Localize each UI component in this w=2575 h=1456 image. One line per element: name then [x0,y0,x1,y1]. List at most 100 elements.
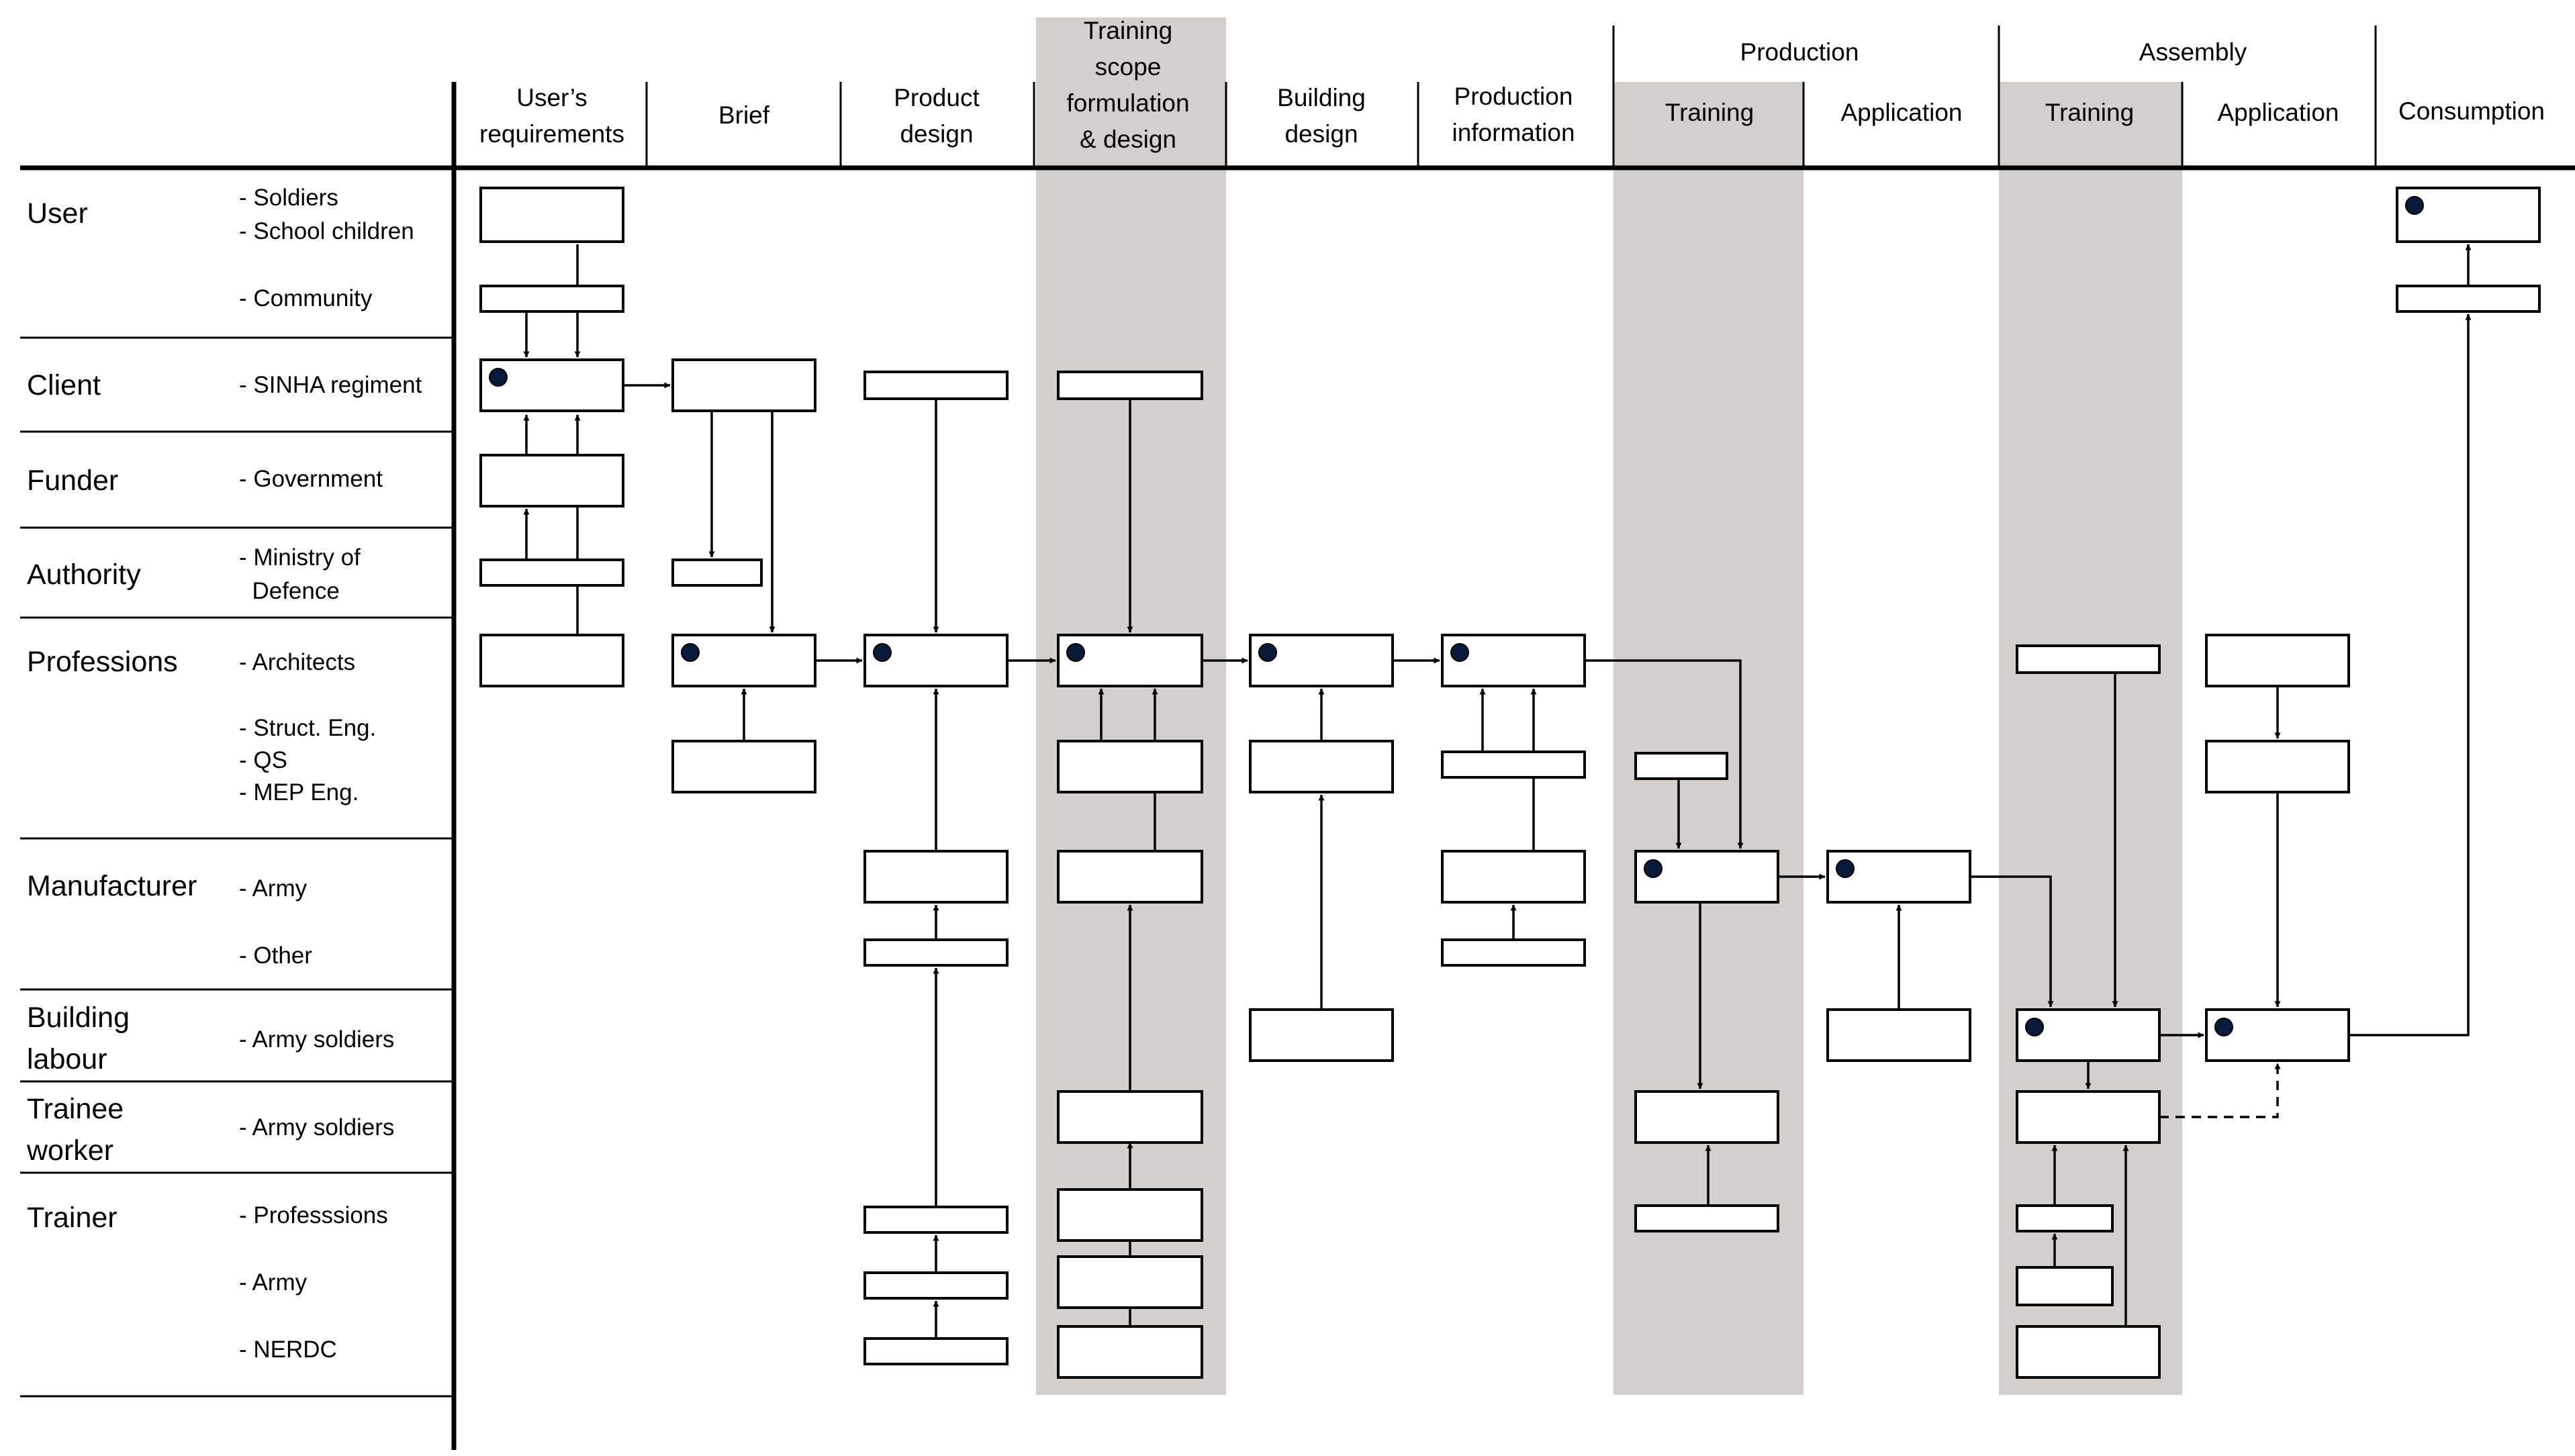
training-band-3 [1999,17,2182,1395]
actor-member-trainer: - NERDC [239,1337,337,1363]
actor-member-manufacturer: - Army [239,875,308,902]
stage-label-training-scope: Training [1084,17,1172,44]
process-box [479,187,624,243]
group-label-assembly: Assembly [2139,38,2247,66]
actor-label-user: User [27,197,88,230]
process-box [479,454,624,507]
actor-member-professions: - QS [239,747,287,773]
process-box [863,1206,1009,1234]
process-box [671,740,816,793]
process-box [863,1271,1009,1300]
actor-member-professions: - Struct. Eng. [239,715,376,741]
process-box [1057,634,1203,687]
actor-member-authority: - Ministry of [239,544,361,571]
band-header-gap-2 [1999,17,2182,82]
group-label-production: Production [1740,38,1859,66]
lead-actor-marker [1258,643,1277,662]
stage-label-building-design: Building [1277,84,1366,111]
process-box [1634,752,1728,780]
actor-label-trainee-worker: worker [26,1134,113,1167]
process-box [863,850,1009,904]
stage-label-production-information: information [1452,119,1575,146]
actor-member-user: - Community [239,285,373,311]
process-box [671,559,763,587]
stage-label-product-design: design [900,120,973,148]
process-box [1441,750,1586,779]
actor-member-client: - SINHA regiment [239,372,422,398]
process-box [1441,850,1586,904]
actor-label-trainer: Trainer [27,1202,118,1234]
actor-member-authority: Defence [239,578,340,604]
process-box [1441,634,1586,687]
actor-label-trainee-worker: Trainee [27,1093,124,1125]
process-box [1057,1188,1203,1242]
actor-member-manufacturer: - Other [239,942,312,969]
lead-actor-marker [2025,1018,2044,1036]
process-box [479,358,624,412]
process-box [863,1337,1009,1365]
process-box [1057,740,1203,793]
stage-label-building-design: design [1284,120,1358,148]
stage-label-training-scope: scope [1095,53,1162,81]
process-box [863,634,1009,687]
process-box [479,634,624,687]
flow-arrow [1585,659,1744,849]
process-box [2016,1325,2161,1379]
process-box [1057,371,1203,400]
lead-actor-marker [1450,643,1469,662]
lead-actor-marker [489,368,508,387]
actor-label-building-labour: Building [27,1002,130,1034]
actor-label-manufacturer: Manufacturer [27,870,197,902]
process-box [2205,740,2350,793]
stage-label-assembly-training: Training [2045,99,2134,126]
process-box [1634,1090,1779,1144]
actor-member-trainer: - Professsions [239,1202,388,1228]
actor-member-user: - Soldiers [239,185,338,211]
lead-actor-marker [1066,643,1085,662]
process-box [2016,1266,2114,1306]
actor-member-funder: - Government [239,466,383,492]
stage-label-production-information: Production [1454,83,1573,110]
actor-label-funder: Funder [27,465,118,497]
process-box [1057,1090,1203,1144]
stage-label-training-scope: & design [1080,126,1176,153]
stage-label-consumption: Consumption [2398,97,2545,125]
actor-label-professions: Professions [27,646,178,678]
dashed-flow-arrow [2159,1063,2281,1118]
lead-actor-marker [2405,196,2424,215]
process-box [2016,1204,2114,1232]
flow-arrow [1970,875,2054,1008]
process-box [671,634,816,687]
stage-label-users-requirements: requirements [479,120,624,148]
actor-member-professions: - MEP Eng. [239,779,359,806]
actor-label-building-labour: labour [27,1043,107,1075]
process-box [1634,1204,1779,1232]
process-box [863,938,1009,967]
process-box [1249,1008,1394,1062]
lead-actor-marker [1836,859,1855,878]
process-box [1634,850,1779,904]
process-box [1826,1008,1971,1062]
process-box [1057,1325,1203,1379]
lead-actor-marker [2214,1018,2233,1036]
process-box [2205,634,2350,687]
lead-actor-marker [681,643,700,662]
stage-label-assembly-application: Application [2217,99,2339,126]
lead-actor-marker [1644,859,1663,878]
process-box [1249,740,1394,793]
band-header-gap-1 [1613,17,1804,82]
stage-label-brief: Brief [718,101,770,129]
process-box [479,285,624,313]
process-box [1057,850,1203,904]
actor-member-user: - School children [239,218,414,244]
process-box [2016,1008,2161,1062]
process-box [479,559,624,587]
process-box [2016,1090,2161,1144]
actor-label-authority: Authority [27,559,141,591]
process-box [2016,644,2161,674]
stage-label-production-application: Application [1840,99,1962,126]
process-box [2396,285,2541,313]
actor-member-building-labour: - Army soldiers [239,1026,394,1053]
